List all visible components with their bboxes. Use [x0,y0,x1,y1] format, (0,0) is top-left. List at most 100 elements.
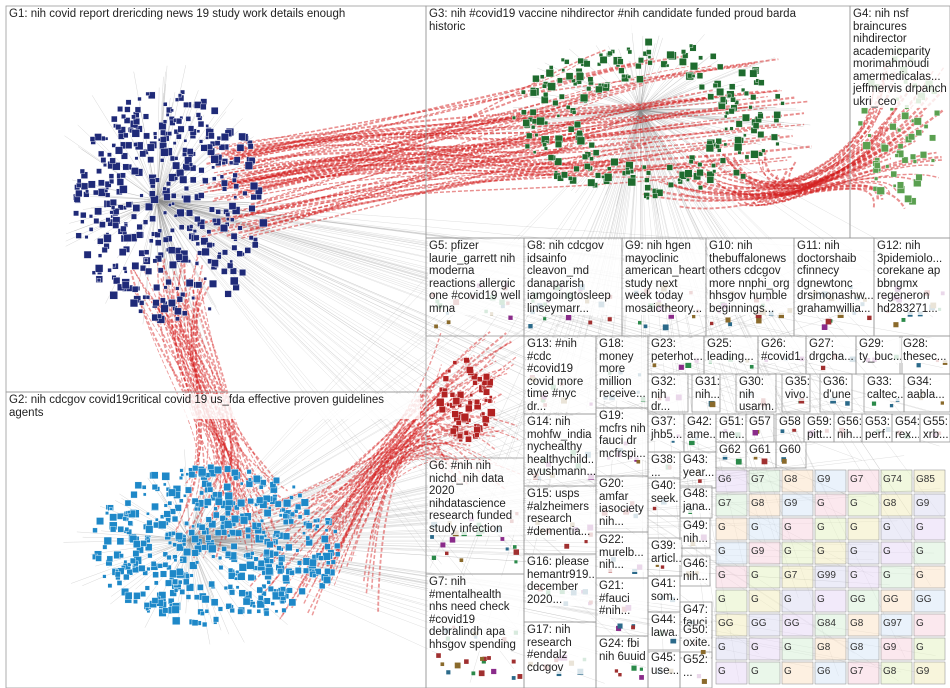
node [239,564,247,572]
node [160,571,166,577]
node [893,322,898,327]
node [653,363,657,367]
node [183,102,188,107]
node [183,148,188,153]
node [163,483,166,486]
node [452,411,459,418]
node [464,431,469,436]
node [212,177,216,181]
node [246,534,251,539]
small-group-label: G9 [784,498,798,509]
node [530,89,537,96]
node [441,662,445,666]
node [282,575,289,582]
node [232,523,236,527]
node [283,513,288,518]
node [204,498,211,505]
node [537,117,545,125]
node [584,61,590,67]
node [484,399,488,403]
node [728,322,732,326]
small-group-label: G7 [751,474,765,485]
node [564,544,569,549]
node [323,553,331,561]
node [218,607,223,612]
node [225,492,233,500]
node [222,250,227,255]
group-label-g15: G15: usps #alzheimers research #dementia… [526,488,595,538]
node [218,556,222,560]
node [183,195,191,203]
node [215,141,220,146]
group-label-g58: G58 [778,416,803,429]
small-group-label: G [850,546,858,557]
node [182,152,186,156]
node [826,319,832,325]
node [209,280,216,287]
node [239,590,246,597]
node [530,109,536,115]
node [774,111,781,118]
node [84,251,91,258]
node [163,562,168,567]
node [148,157,154,163]
node [149,239,153,243]
node [601,175,604,178]
node [640,668,643,671]
small-group-label: G85 [916,474,935,485]
group-label-g32: G32: nih dr... [650,376,687,410]
node [174,308,181,315]
node [222,187,227,192]
node [167,555,172,560]
node [239,133,246,140]
node [157,314,162,319]
node [197,130,200,133]
node [229,203,236,210]
node [333,530,337,534]
node [123,164,129,170]
node [608,51,613,56]
node [568,176,572,180]
node [148,553,153,558]
small-group-label: G [718,594,726,605]
node [776,142,780,146]
node [821,366,825,370]
node [172,202,175,205]
small-group-label: G [784,666,792,677]
node [710,53,716,59]
node [147,520,153,526]
node [318,556,323,561]
node [131,167,138,174]
group-label-g14: G14: nih mohfw_india nychealthy healthyc… [526,416,595,479]
node [582,154,588,160]
group-label-g1: G1: nih covid report drericding news 19 … [8,8,420,21]
node [109,179,114,184]
node [264,509,271,516]
node [158,521,166,529]
node [893,184,896,187]
node [98,180,104,186]
node [143,493,146,496]
node [185,487,191,493]
node [257,587,263,593]
node [905,195,912,202]
node [713,170,716,173]
node [730,127,734,131]
node [117,106,122,111]
node [439,406,446,413]
node [230,277,238,285]
node [874,177,878,181]
node [202,248,210,256]
node [566,105,570,109]
node [277,546,282,551]
small-group-label: G [916,522,924,533]
node [231,515,239,523]
group-label-g13: G13: #nih #cdc #covid19 covid more time … [526,338,595,412]
node [521,90,525,94]
node [132,129,140,137]
node [109,507,112,510]
node [465,436,471,442]
node [113,277,120,284]
node [110,514,117,521]
node [285,544,292,551]
